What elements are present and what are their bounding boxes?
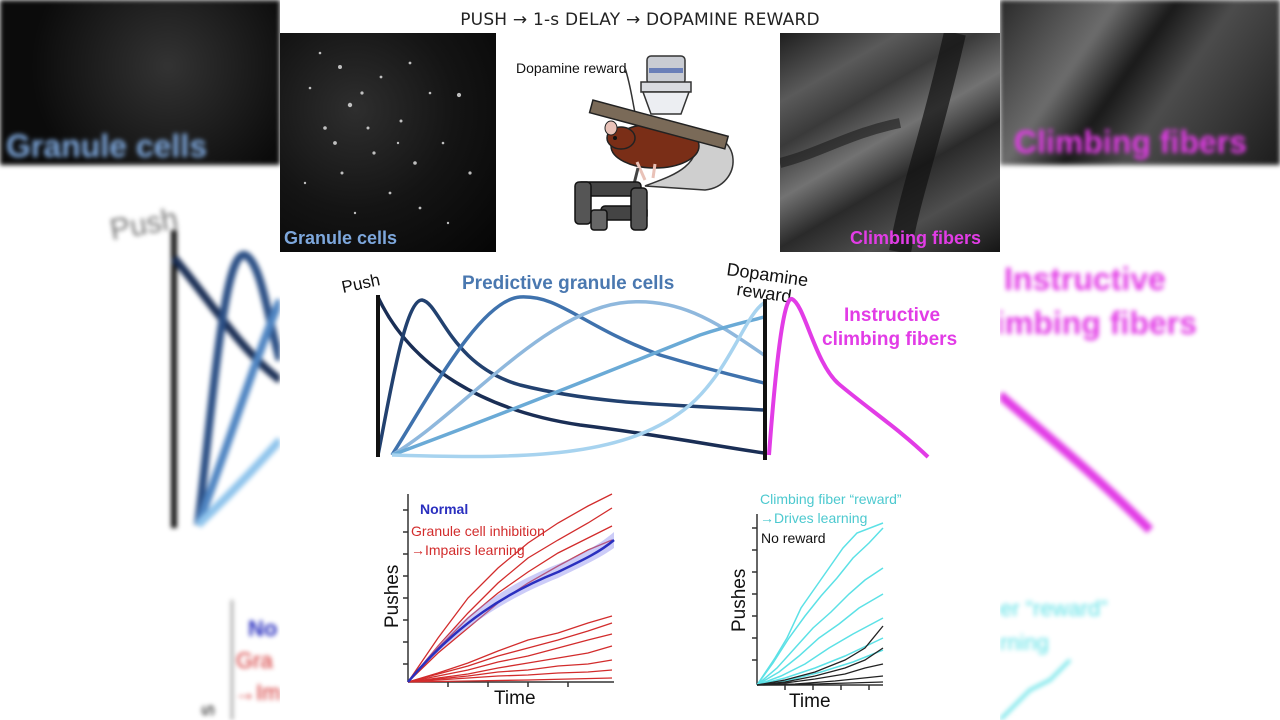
background-curve <box>194 298 280 527</box>
granule-cells-dots <box>303 51 472 225</box>
legend-inhibition-line1: Granule cell inhibition <box>411 523 545 539</box>
predictive-granule-label: Predictive granule cells <box>462 273 674 294</box>
inhibition-learning-plot: Pushes Time Normal Granule cell inhibiti… <box>382 493 615 709</box>
background-push-label: Push <box>107 203 180 247</box>
dopamine-reward-label: Dopamine reward <box>516 60 627 76</box>
push-label: Push <box>340 270 382 297</box>
legend-normal: Normal <box>420 501 468 517</box>
background-granule-image: Granule cells <box>0 0 280 165</box>
schematic-diagram: Push Predictive granule cells Dopamine r… <box>340 259 957 460</box>
climbing-reward-learning-plot: Pushes Time Climbing fiber “reward” →Dri… <box>729 491 902 712</box>
legend-reward-line1: Climbing fiber “reward” <box>760 491 902 507</box>
reward-traces <box>756 522 884 686</box>
background-curve <box>194 251 280 526</box>
figure-title: PUSH → 1-s DELAY → DOPAMINE REWARD <box>460 10 820 30</box>
background-curve <box>195 437 280 528</box>
noreward-traces <box>756 625 884 686</box>
background-legend-text: rning <box>1000 630 1049 655</box>
background-instructive-text: imbing fibers <box>1000 305 1197 341</box>
right-plot-xlabel: Time <box>789 691 831 712</box>
background-legend-text: er “reward” <box>1000 596 1108 621</box>
granule-curve-3 <box>390 295 765 456</box>
background-blur-right: Climbing fibers Instructive imbing fiber… <box>1000 0 1280 720</box>
granule-curve-5 <box>391 315 765 457</box>
left-plot-xlabel: Time <box>494 688 536 709</box>
legend-reward-line2: →Drives learning <box>760 510 867 526</box>
background-legend-text: →Im <box>234 680 280 705</box>
granule-curve-1 <box>376 296 765 455</box>
background-legend-text: Gra <box>236 648 273 673</box>
microscope-objective <box>640 55 692 115</box>
background-climbing-curve <box>1000 391 1154 534</box>
background-ylabel: s <box>194 705 219 716</box>
right-plot-ylabel: Pushes <box>729 569 750 632</box>
instructive-line2: climbing fibers <box>822 329 957 350</box>
granule-curve-2 <box>376 298 765 456</box>
granule-curve-4 <box>391 300 765 457</box>
head-bar <box>588 99 730 150</box>
granule-curve-6 <box>391 301 766 459</box>
background-curve <box>1000 658 1072 720</box>
granule-cells-image: Granule cells <box>280 33 496 252</box>
legend-noreward: No reward <box>761 530 826 546</box>
background-blur-left: Granule cells Push No Gra →Im s <box>0 0 280 720</box>
climbing-fibers-label: Climbing fibers <box>850 228 982 248</box>
left-plot-ylabel: Pushes <box>382 565 403 628</box>
background-right-curves: Instructive imbing fibers er “reward” rn… <box>1000 261 1197 720</box>
mouse-setup-illustration: Dopamine reward <box>516 55 734 231</box>
background-climbing-image: Climbing fibers <box>1000 0 1280 165</box>
joystick-lever <box>574 167 648 231</box>
background-legend-text: No <box>248 616 277 641</box>
granule-cells-label: Granule cells <box>284 228 398 248</box>
background-left-curves: Push No Gra →Im s <box>107 203 280 720</box>
background-granule-label: Granule cells <box>6 128 207 164</box>
legend-inhibition-line2: →Impairs learning <box>411 542 525 558</box>
normal-trace <box>407 539 615 683</box>
background-instructive-text: Instructive <box>1004 261 1166 297</box>
background-curve <box>170 255 280 384</box>
instructive-line1: Instructive <box>844 305 940 326</box>
climbing-fiber-curve <box>767 297 930 459</box>
climbing-fibers-texture <box>780 33 966 252</box>
climbing-fibers-image: Climbing fibers <box>780 33 1000 252</box>
background-climbing-label: Climbing fibers <box>1014 124 1247 160</box>
reward-tube <box>624 67 636 114</box>
